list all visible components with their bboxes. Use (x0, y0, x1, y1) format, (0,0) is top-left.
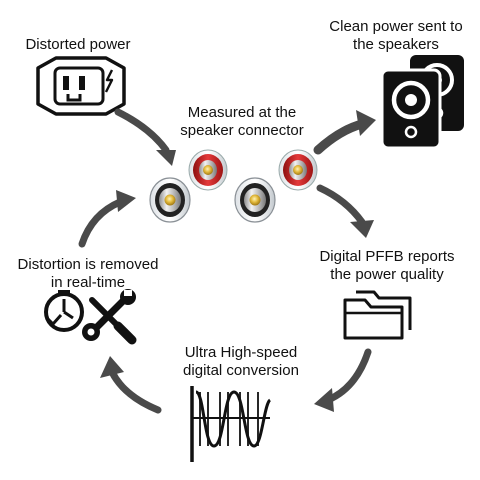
speakers-icon (380, 55, 464, 150)
arrow-connectors-to-pffb (316, 184, 374, 238)
power-outlet-icon (36, 56, 126, 116)
waveform-icon (190, 386, 272, 462)
arrow-pffb-to-conversion (314, 348, 372, 412)
distorted-power-label: Distorted power (25, 36, 131, 53)
arrow-conversion-to-distortion (100, 356, 162, 414)
arrow-connectors-to-speakers (313, 110, 376, 155)
measured-label: Measured at the speaker connector (180, 104, 304, 139)
clean-power-label: Clean power sent to the speakers (329, 18, 463, 53)
timer-icon (44, 290, 84, 332)
arrow-outlet-to-connectors (114, 108, 176, 166)
pffb-label: Digital PFFB reports the power quality (319, 248, 455, 283)
arrow-distortion-to-connectors (78, 190, 136, 248)
speaker-connectors-icon (149, 149, 318, 223)
tools-icon (82, 289, 137, 345)
distortion-label: Distortion is removed in real-time (17, 256, 159, 291)
folders-icon (343, 290, 412, 340)
conversion-label: Ultra High-speed digital conversion (183, 344, 299, 379)
cycle-arrows (78, 108, 376, 414)
